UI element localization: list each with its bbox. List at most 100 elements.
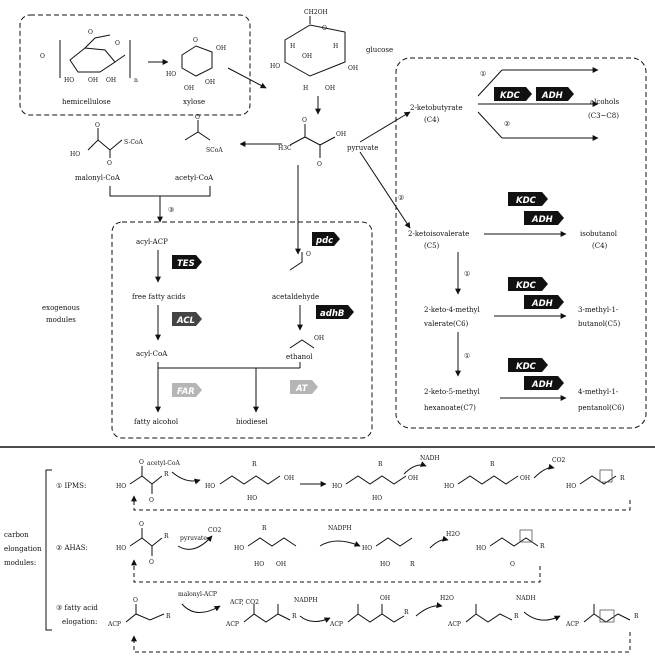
svg-text:ACP: ACP <box>329 621 343 628</box>
acyl-acp-label: acyl-ACP <box>136 238 168 246</box>
carbon-label: carbon <box>4 531 29 539</box>
svg-text:O: O <box>322 25 327 32</box>
svg-text:NADPH: NADPH <box>328 525 352 532</box>
svg-text:CO2: CO2 <box>208 527 222 534</box>
svg-text:OH: OH <box>380 595 390 602</box>
methylbutanol-label-1: 3-methyl-1- <box>578 306 619 314</box>
svg-text:OH: OH <box>284 475 294 482</box>
svg-text:ACL: ACL <box>176 316 195 326</box>
exogenous-modules-box <box>111 221 373 439</box>
keto5methyl-label-2: hexanoate(C7) <box>424 404 476 412</box>
glucose-structure: CH2OH O H H HO OH OH H OH <box>270 9 358 92</box>
svg-text:O: O <box>107 160 112 167</box>
keto4methyl-label-1: 2-keto-4-methyl <box>424 306 480 314</box>
acyl-coa-label: acyl-CoA <box>136 350 168 358</box>
svg-text:R: R <box>634 613 639 620</box>
svg-text:O: O <box>149 559 154 566</box>
svg-text:O: O <box>115 40 120 47</box>
svg-text:NADH: NADH <box>420 455 440 462</box>
acetaldehyde-label: acetaldehyde <box>272 293 319 301</box>
svg-text:ACP: ACP <box>565 621 579 628</box>
svg-text:n: n <box>134 77 138 84</box>
svg-text:OH: OH <box>184 85 194 92</box>
fatty-acid-row: ACP O R malonyl-ACP ACP, CO2 ACP R NADPH… <box>107 591 639 628</box>
svg-text:malonyl-ACP: malonyl-ACP <box>178 591 217 598</box>
svg-text:OH: OH <box>336 131 346 138</box>
methylbutanol-label-2: butanol(C5) <box>578 320 620 328</box>
fatty-alcohol-label: fatty alcohol <box>134 418 179 426</box>
svg-text:OH: OH <box>520 475 530 482</box>
keto5methyl-label-1: 2-keto-5-methyl <box>424 388 480 396</box>
svg-text:HO: HO <box>566 483 576 490</box>
svg-text:R: R <box>620 475 625 482</box>
circle-1a: ① <box>480 70 486 78</box>
svg-text:ADH: ADH <box>531 299 553 309</box>
svg-text:H3C: H3C <box>278 145 292 152</box>
svg-text:ADH: ADH <box>531 380 553 390</box>
svg-text:H: H <box>333 43 338 50</box>
svg-text:O: O <box>95 122 100 129</box>
svg-text:FAR: FAR <box>177 387 195 397</box>
ketobutyrate-label: 2-ketobutyrate <box>410 104 462 112</box>
svg-text:KDC: KDC <box>500 91 521 101</box>
svg-text:O: O <box>133 597 138 604</box>
svg-text:HO: HO <box>116 483 126 490</box>
circle-1c: ① <box>464 352 470 360</box>
svg-text:O: O <box>149 497 154 504</box>
svg-text:TES: TES <box>177 259 195 269</box>
kdc-enzyme-2: KDC <box>508 192 548 206</box>
svg-text:O: O <box>306 251 311 258</box>
modules-label-bottom: modules: <box>4 559 36 567</box>
svg-text:HO: HO <box>254 561 264 568</box>
svg-text:adhB: adhB <box>320 309 344 319</box>
xylose-structure: O OH HO OH OH <box>166 37 226 92</box>
pyruvate-structure: O OH O H3C <box>278 117 346 168</box>
svg-text:HO: HO <box>234 545 244 552</box>
kdc-enzyme-3: KDC <box>508 277 548 291</box>
pyruvate-label: pyruvate <box>347 144 378 152</box>
adhb-enzyme: adhB <box>316 305 354 319</box>
svg-text:KDC: KDC <box>516 196 537 206</box>
ketoisovalerate-c-label: (C5) <box>424 242 440 250</box>
svg-text:HO: HO <box>205 483 215 490</box>
svg-text:KDC: KDC <box>516 362 537 372</box>
svg-text:NADPH: NADPH <box>294 597 318 604</box>
circle-2b: ② <box>398 194 404 202</box>
svg-text:R: R <box>410 561 415 568</box>
elongation-label: elongation <box>4 545 42 553</box>
svg-text:ACP: ACP <box>447 621 461 628</box>
acetyl-coa-label: acetyl-CoA <box>175 174 214 182</box>
tes-enzyme: TES <box>172 255 202 269</box>
svg-text:O: O <box>195 114 200 121</box>
free-fatty-acids-label: free fatty acids <box>132 293 186 301</box>
hemicellulose-box <box>19 14 251 116</box>
svg-text:CO2: CO2 <box>552 457 566 464</box>
alcohols-label: alcohols <box>590 98 620 106</box>
svg-text:OH: OH <box>106 77 116 84</box>
methylpentanol-label-1: 4-methyl-1- <box>578 388 619 396</box>
svg-text:R: R <box>292 613 297 620</box>
svg-text:HO: HO <box>332 483 342 490</box>
svg-text:HO: HO <box>166 71 176 78</box>
methylpentanol-label-2: pentanol(C6) <box>578 404 625 412</box>
svg-text:H: H <box>290 43 295 50</box>
svg-text:R: R <box>164 471 169 478</box>
svg-text:ACP: ACP <box>225 621 239 628</box>
hemicellulose-structure: O O O HO OH OH n <box>40 29 138 84</box>
svg-text:OH: OH <box>276 561 286 568</box>
adh-enzyme-3: ADH <box>524 295 564 309</box>
svg-text:R: R <box>404 609 409 616</box>
svg-text:O: O <box>40 53 45 60</box>
adh-enzyme-1: ADH <box>536 87 574 101</box>
ketoisovalerate-label: 2-ketoisovalerate <box>408 230 469 238</box>
fa-label-1: ③ fatty acid <box>56 604 98 612</box>
adh-enzyme-4: ADH <box>524 376 564 390</box>
svg-text:O: O <box>193 37 198 44</box>
svg-text:HO: HO <box>362 545 372 552</box>
svg-text:HO: HO <box>270 63 280 70</box>
svg-text:O: O <box>139 521 144 528</box>
biodiesel-label: biodiesel <box>236 418 269 426</box>
ipms-label: ① IPMS: <box>56 482 86 490</box>
kdc-enzyme-1: KDC <box>494 87 532 101</box>
